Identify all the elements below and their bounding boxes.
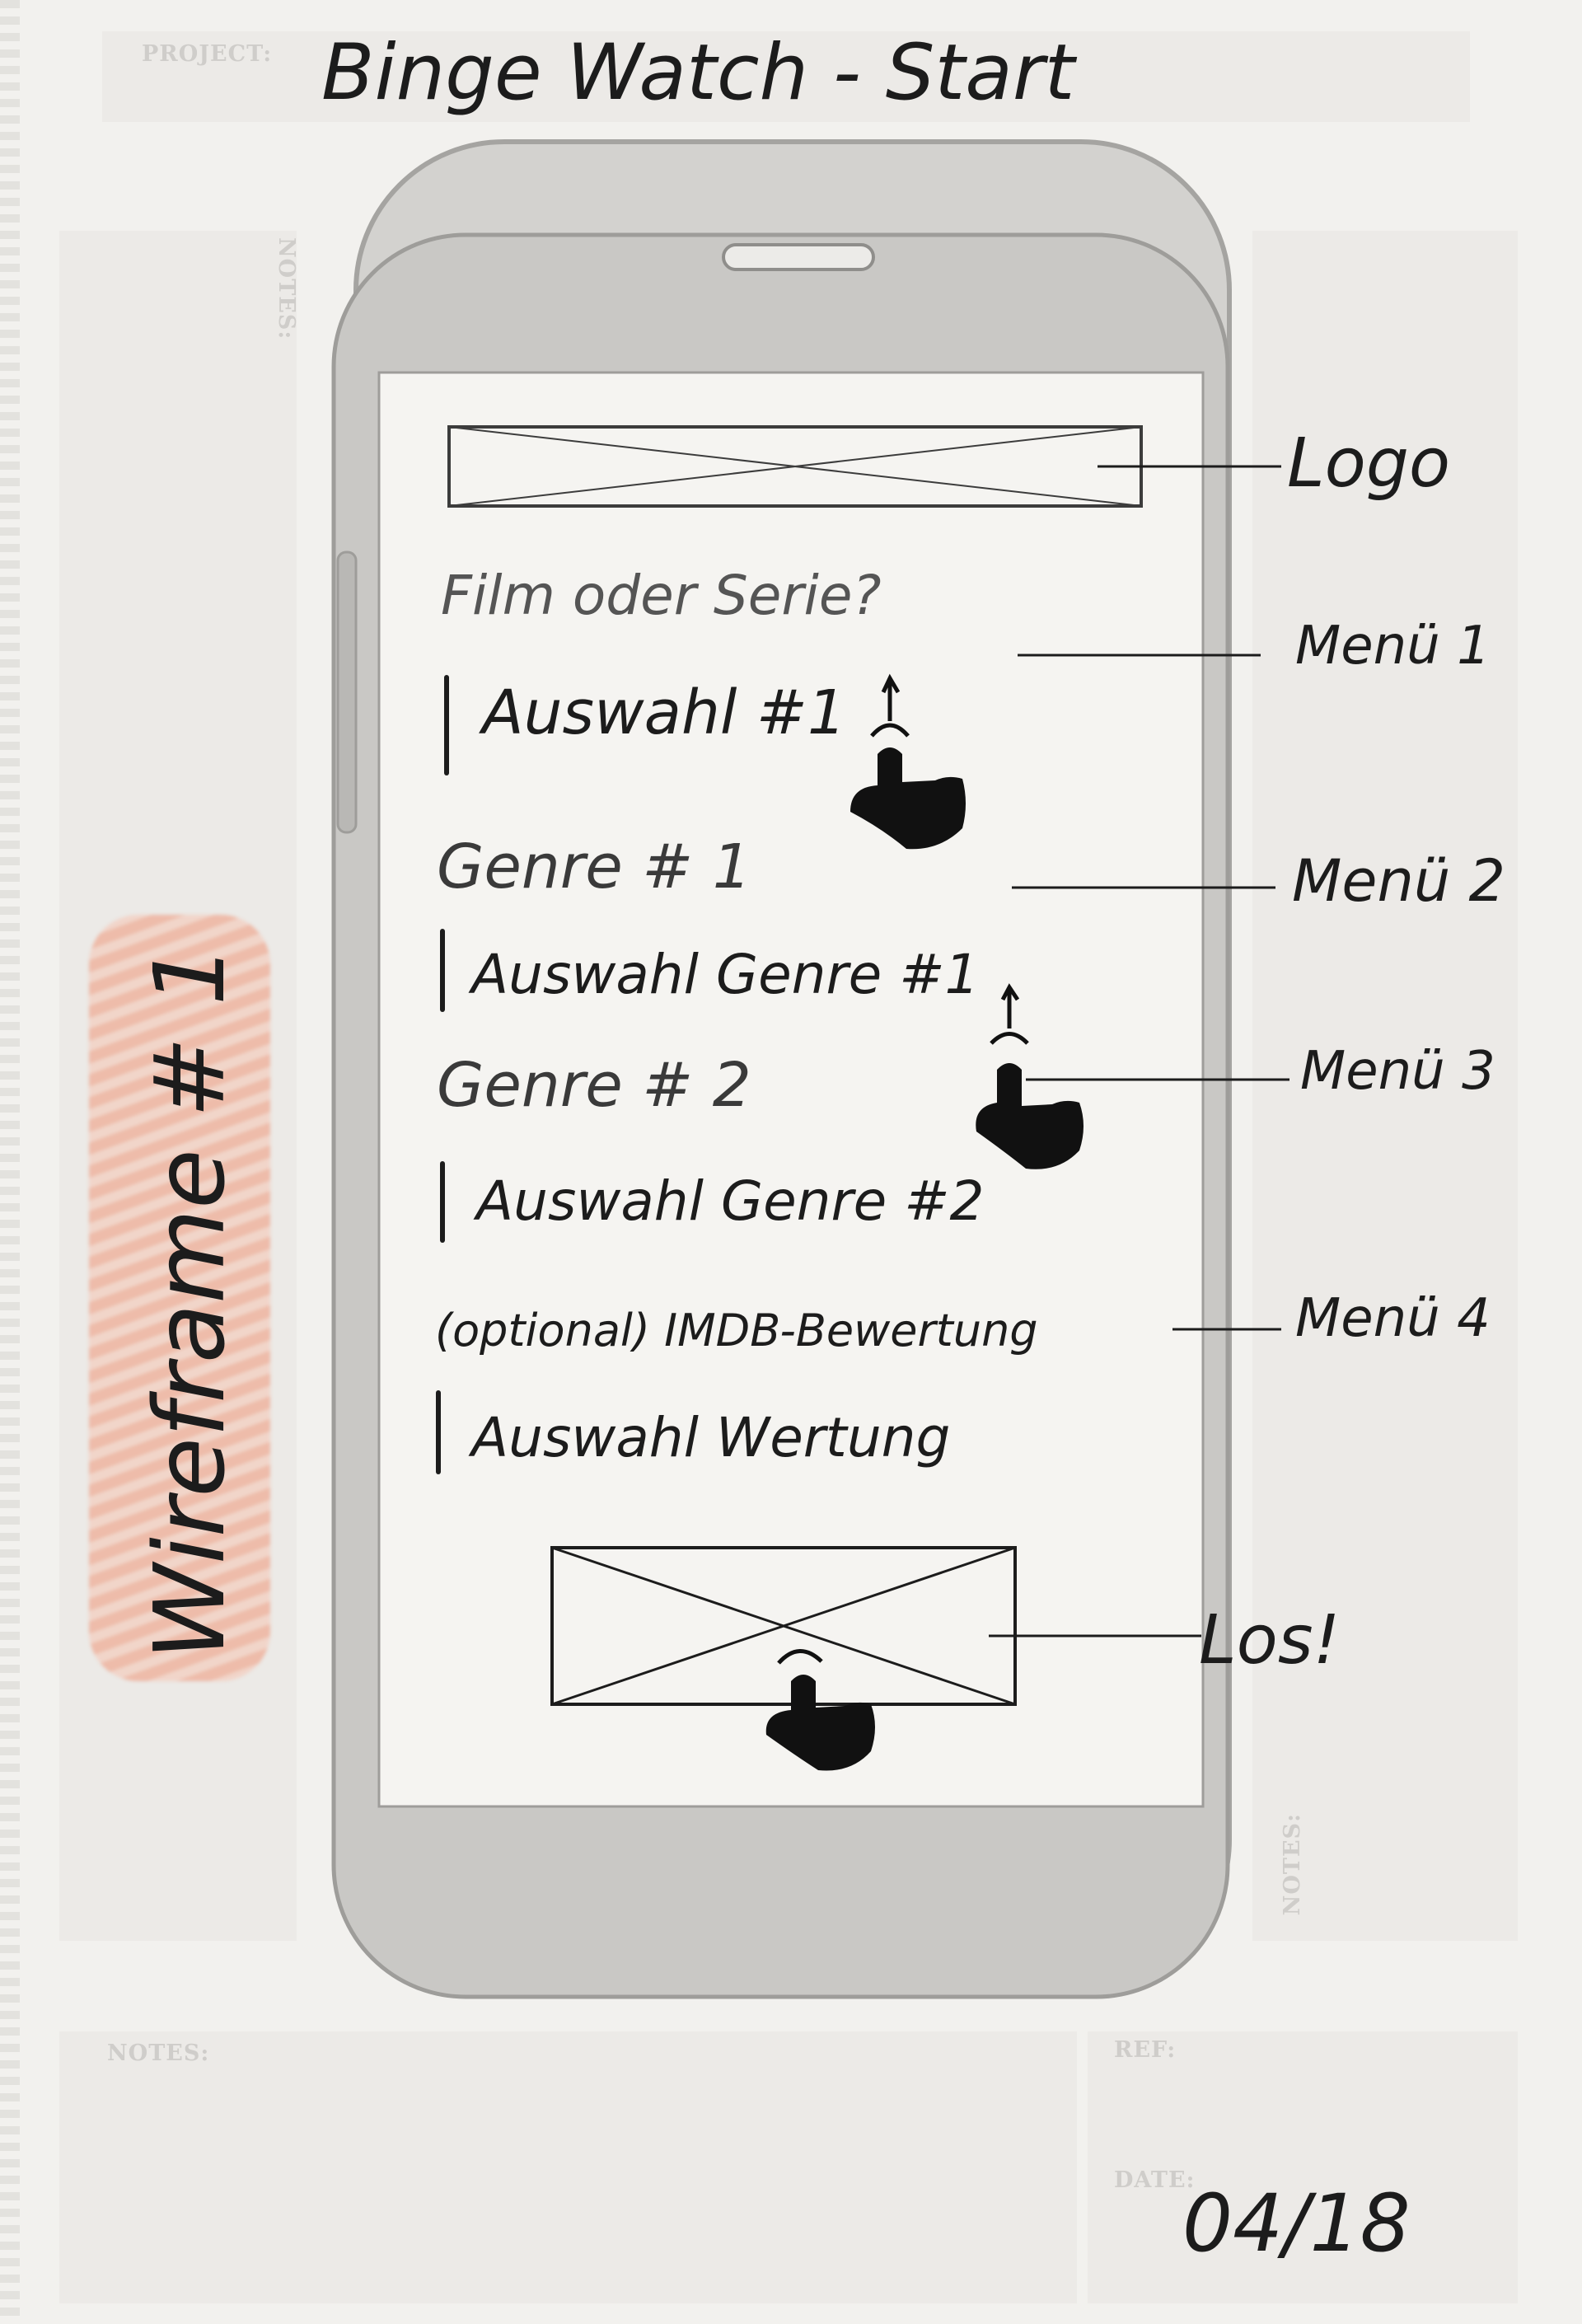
annotation-logo: Logo bbox=[1287, 424, 1451, 503]
notes-label-bottom: NOTES: bbox=[107, 2041, 210, 2066]
go-button-placeholder bbox=[550, 1546, 1017, 1706]
ref-date-panel bbox=[1088, 2031, 1518, 2303]
genre1-label: Genre # 1 bbox=[437, 832, 751, 902]
connector-lines bbox=[989, 465, 1289, 1638]
annotation-menu4: Menü 4 bbox=[1295, 1288, 1491, 1349]
date-label: DATE: bbox=[1114, 2167, 1196, 2193]
annotation-menu1: Menü 1 bbox=[1295, 616, 1491, 677]
genre2-label: Genre # 2 bbox=[437, 1050, 751, 1121]
annotation-menu2: Menü 2 bbox=[1292, 847, 1505, 915]
annotation-go-button: Los! bbox=[1199, 1601, 1341, 1680]
tap-gesture-icon bbox=[976, 983, 1084, 1169]
annotation-menu3: Menü 3 bbox=[1300, 1041, 1495, 1102]
tap-gesture-icon bbox=[765, 1649, 875, 1771]
menu1-selection: Auswahl #1 bbox=[482, 677, 847, 748]
rating-label: (optional) IMDB-Bewertung bbox=[435, 1305, 1038, 1356]
right-notes-panel bbox=[1252, 231, 1518, 1941]
project-label: PROJECT: bbox=[142, 41, 273, 67]
notes-label-left: NOTES: bbox=[274, 237, 299, 340]
project-title: Binge Watch - Start bbox=[321, 28, 1075, 118]
bottom-notes-panel bbox=[59, 2031, 1077, 2303]
ref-label: REF: bbox=[1114, 2037, 1177, 2063]
selection-bars bbox=[436, 675, 449, 1474]
genre2-selection: Auswahl Genre #2 bbox=[476, 1169, 985, 1233]
project-bar bbox=[102, 31, 1470, 122]
phone-body bbox=[331, 139, 1232, 1999]
rating-selection: Auswahl Wertung bbox=[471, 1406, 951, 1469]
date-value: 04/18 bbox=[1182, 2177, 1411, 2270]
tap-gesture-icon bbox=[850, 673, 966, 850]
question-heading: Film oder Serie? bbox=[441, 564, 882, 627]
highlighter-mark bbox=[89, 915, 270, 1681]
genre1-selection: Auswahl Genre #1 bbox=[471, 943, 980, 1006]
